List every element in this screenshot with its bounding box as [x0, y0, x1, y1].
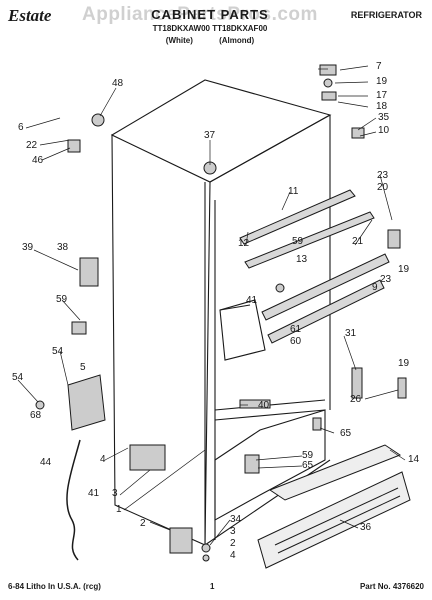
- wire-harness: [66, 439, 81, 561]
- callout-54b: 59: [56, 294, 68, 305]
- footer-printing: 6-84 Litho In U.S.A. (rcg): [8, 582, 101, 591]
- callout-11: 11: [288, 186, 299, 197]
- callout-4b: 3: [230, 526, 236, 537]
- callout-2: 2: [140, 518, 146, 529]
- callout-22: 21: [352, 236, 364, 247]
- callout-3: 2: [230, 538, 236, 549]
- callout-12: 12: [238, 238, 250, 249]
- footer-part-number: Part No. 4376620: [359, 582, 424, 591]
- leader-lines: [17, 65, 406, 546]
- page-title: CABINET PARTS: [151, 7, 269, 22]
- callout-60: 61: [290, 324, 302, 335]
- small-parts: [35, 64, 407, 562]
- watermark: AppliancePartsPros.com: [82, 4, 318, 25]
- page-header: AppliancePartsPros.com Estate CABINET PA…: [0, 4, 432, 52]
- callout-35: 36: [360, 522, 372, 533]
- model-numbers: TT18DKXAW00 TT18DKXAF00: [152, 24, 268, 33]
- callout-23: 22: [26, 140, 38, 151]
- callout-14: 14: [408, 454, 420, 465]
- callout-34: 35: [378, 112, 390, 123]
- callout-19b: 19: [398, 358, 410, 369]
- callout-68: 68: [30, 410, 42, 421]
- footer-page-number: 1: [210, 582, 215, 591]
- cabinet-body: [110, 79, 332, 546]
- callout-61: 65: [340, 428, 352, 439]
- brand-logo: Estate: [8, 6, 52, 25]
- callout-46: 40: [258, 400, 270, 411]
- callout-5b: 4: [230, 550, 236, 561]
- shelf-rails: [239, 189, 390, 344]
- callout-13: 13: [296, 254, 308, 265]
- callout-59: 60: [290, 336, 302, 347]
- callout-21: 20: [377, 182, 389, 193]
- callout-53a: 54: [52, 346, 64, 357]
- toe-grille: [257, 444, 411, 569]
- callout-9: 9: [372, 282, 378, 293]
- callout-33: 34: [230, 514, 242, 525]
- callout-1: 1: [116, 504, 122, 515]
- callout-24b: 23: [380, 274, 392, 285]
- callout-65: 65: [302, 460, 314, 471]
- callout-40: 48: [112, 78, 124, 89]
- callout-6: 5: [80, 362, 86, 373]
- callout-4a: 3: [112, 488, 118, 499]
- callout-7: 6: [18, 122, 24, 133]
- callout-39: 46: [32, 155, 44, 166]
- callout-17: 17: [376, 90, 388, 101]
- callout-26: 26: [350, 394, 362, 405]
- callout-37: 38: [57, 242, 69, 253]
- callout-44: 41: [88, 488, 100, 499]
- callout-54c: 59: [302, 450, 314, 461]
- callout-labels: 7 19 17 18 48 6 22 46 35 10 37 11 12 59 …: [12, 61, 420, 561]
- callout-5a: 4: [100, 454, 106, 465]
- callout-53b: 54: [12, 372, 24, 383]
- callout-31: 31: [345, 328, 357, 339]
- callout-24a: 23: [377, 170, 389, 181]
- callout-36: 37: [204, 130, 216, 141]
- callout-48: 44: [40, 457, 52, 468]
- model-colors: (White) (Almond): [165, 36, 255, 45]
- callout-38: 39: [22, 242, 34, 253]
- callout-10: 10: [378, 125, 390, 136]
- callout-19: 19: [376, 76, 388, 87]
- callout-41: 41: [246, 295, 258, 306]
- callout-54a: 59: [292, 236, 304, 247]
- callout-20: 19: [398, 264, 410, 275]
- callout-18: 18: [376, 101, 388, 112]
- product-category: REFRIGERATOR: [350, 10, 422, 20]
- callout-8: 7: [376, 61, 382, 72]
